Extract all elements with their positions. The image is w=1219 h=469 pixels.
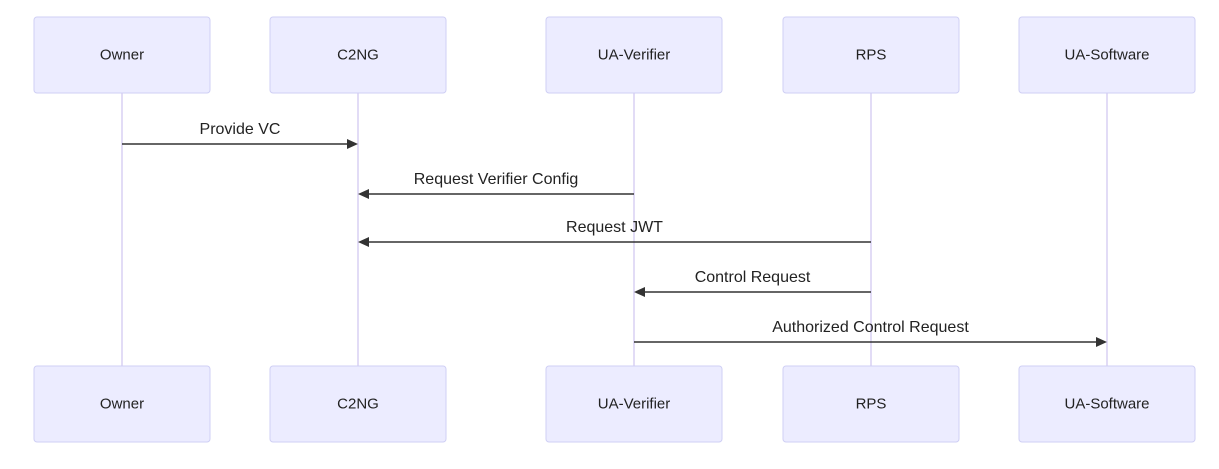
actor-label: C2NG [337,396,379,413]
actor-rps-top: RPS [782,16,960,94]
actor-box [782,16,960,94]
actor-box [545,16,723,94]
bottom-actor-row: Owner C2NG UA-Verifier RPS UA-Software [33,365,1196,443]
actor-box [1018,365,1196,443]
message-label: Provide VC [200,121,281,138]
actor-box [782,365,960,443]
actor-rps-bottom: RPS [782,365,960,443]
actor-label: Owner [100,396,144,413]
actor-ua-software-top: UA-Software [1018,16,1196,94]
message-label: Control Request [695,269,811,286]
actor-label: UA-Software [1064,396,1149,413]
actor-label: UA-Verifier [598,47,671,64]
actor-label: C2NG [337,47,379,64]
actor-box [545,365,723,443]
messages: Provide VC Request Verifier ConfigRequest… [122,121,1107,347]
message-label: Request Verifier Config [414,171,579,188]
actor-box [33,365,211,443]
actor-box [33,16,211,94]
actor-box [269,16,447,94]
arrowhead-icon [358,189,369,199]
actor-box [1018,16,1196,94]
message-5: Authorized Control Request [634,319,1107,347]
arrowhead-icon [347,139,358,149]
actor-label: UA-Software [1064,47,1149,64]
actor-c2ng-bottom: C2NG [269,365,447,443]
actor-label: RPS [856,47,887,64]
actor-label: RPS [856,396,887,413]
arrowhead-icon [634,287,645,297]
message-4: Control Request [634,269,871,297]
message-3: Request JWT [358,219,871,247]
actor-ua-verifier-bottom: UA-Verifier [545,365,723,443]
actor-label: UA-Verifier [598,396,671,413]
arrowhead-icon [1096,337,1107,347]
actor-c2ng-top: C2NG [269,16,447,94]
actor-box [269,365,447,443]
top-actor-row: Owner C2NG UA-Verifier RPS UA-Software [33,16,1196,94]
actor-label: Owner [100,47,144,64]
actor-ua-software-bottom: UA-Software [1018,365,1196,443]
message-label: Request JWT [566,219,663,236]
message-label: Authorized Control Request [772,319,969,336]
actor-owner-top: Owner [33,16,211,94]
message-2: Request Verifier Config [358,171,634,199]
actor-owner-bottom: Owner [33,365,211,443]
arrowhead-icon [358,237,369,247]
message-1: Provide VC [122,121,358,149]
actor-ua-verifier-top: UA-Verifier [545,16,723,94]
lifelines [121,93,1108,366]
